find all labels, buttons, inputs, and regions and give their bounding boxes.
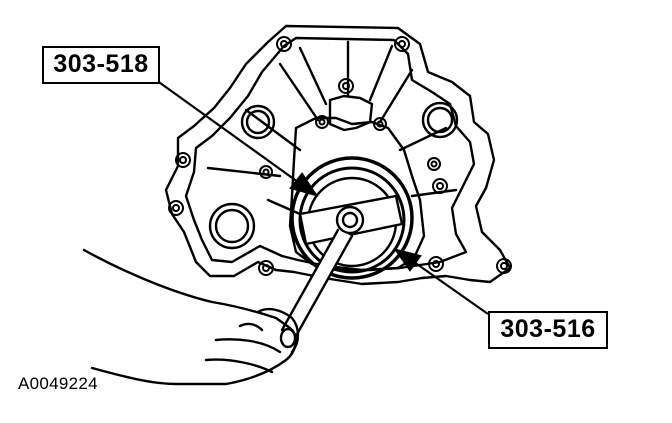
port-left-lower xyxy=(208,202,256,250)
figure-id-label: A0049224 xyxy=(18,374,98,393)
bolt-hole xyxy=(427,157,441,171)
port-left-lower-inner xyxy=(214,208,250,244)
leader-line-516 xyxy=(413,261,489,315)
housing-outline xyxy=(164,24,512,286)
port-left-upper-inner xyxy=(245,109,271,135)
bolt-hole xyxy=(276,36,292,52)
bolt-hole xyxy=(175,152,191,168)
bolt-hole xyxy=(432,178,448,194)
bolt-hole xyxy=(338,78,354,94)
center-web xyxy=(288,116,426,272)
arrowhead-518 xyxy=(289,172,319,197)
handle-end xyxy=(279,327,297,349)
port-right-upper-inner xyxy=(426,106,454,134)
callout-303-518: 303-518 xyxy=(42,46,160,84)
hand-finger xyxy=(204,358,274,374)
bolt-hole xyxy=(259,165,273,179)
rib xyxy=(298,46,328,106)
bolt-hole xyxy=(168,200,184,216)
callout-303-516: 303-516 xyxy=(488,311,608,349)
bolt-hole xyxy=(373,117,387,131)
bolt-hole xyxy=(496,258,512,274)
rib xyxy=(266,198,302,216)
bolt-hole xyxy=(258,260,274,276)
seal-bore-outer xyxy=(290,156,414,280)
hand-knuckle xyxy=(238,322,264,332)
top-notch xyxy=(328,94,374,132)
rib xyxy=(368,44,394,102)
bolt-hole xyxy=(394,36,410,52)
leader-line-518 xyxy=(155,79,299,183)
rib xyxy=(278,62,320,122)
port-right-upper xyxy=(421,101,459,139)
hand-finger xyxy=(214,338,282,354)
bolt-hole xyxy=(428,256,444,272)
arrowhead-516 xyxy=(393,248,422,272)
hand-thumb xyxy=(256,307,300,354)
bolt-hole xyxy=(315,115,329,129)
port-left-upper xyxy=(240,104,276,140)
installer-center-hub xyxy=(335,205,365,235)
rib xyxy=(378,68,414,124)
installer-center-bore xyxy=(341,211,359,229)
